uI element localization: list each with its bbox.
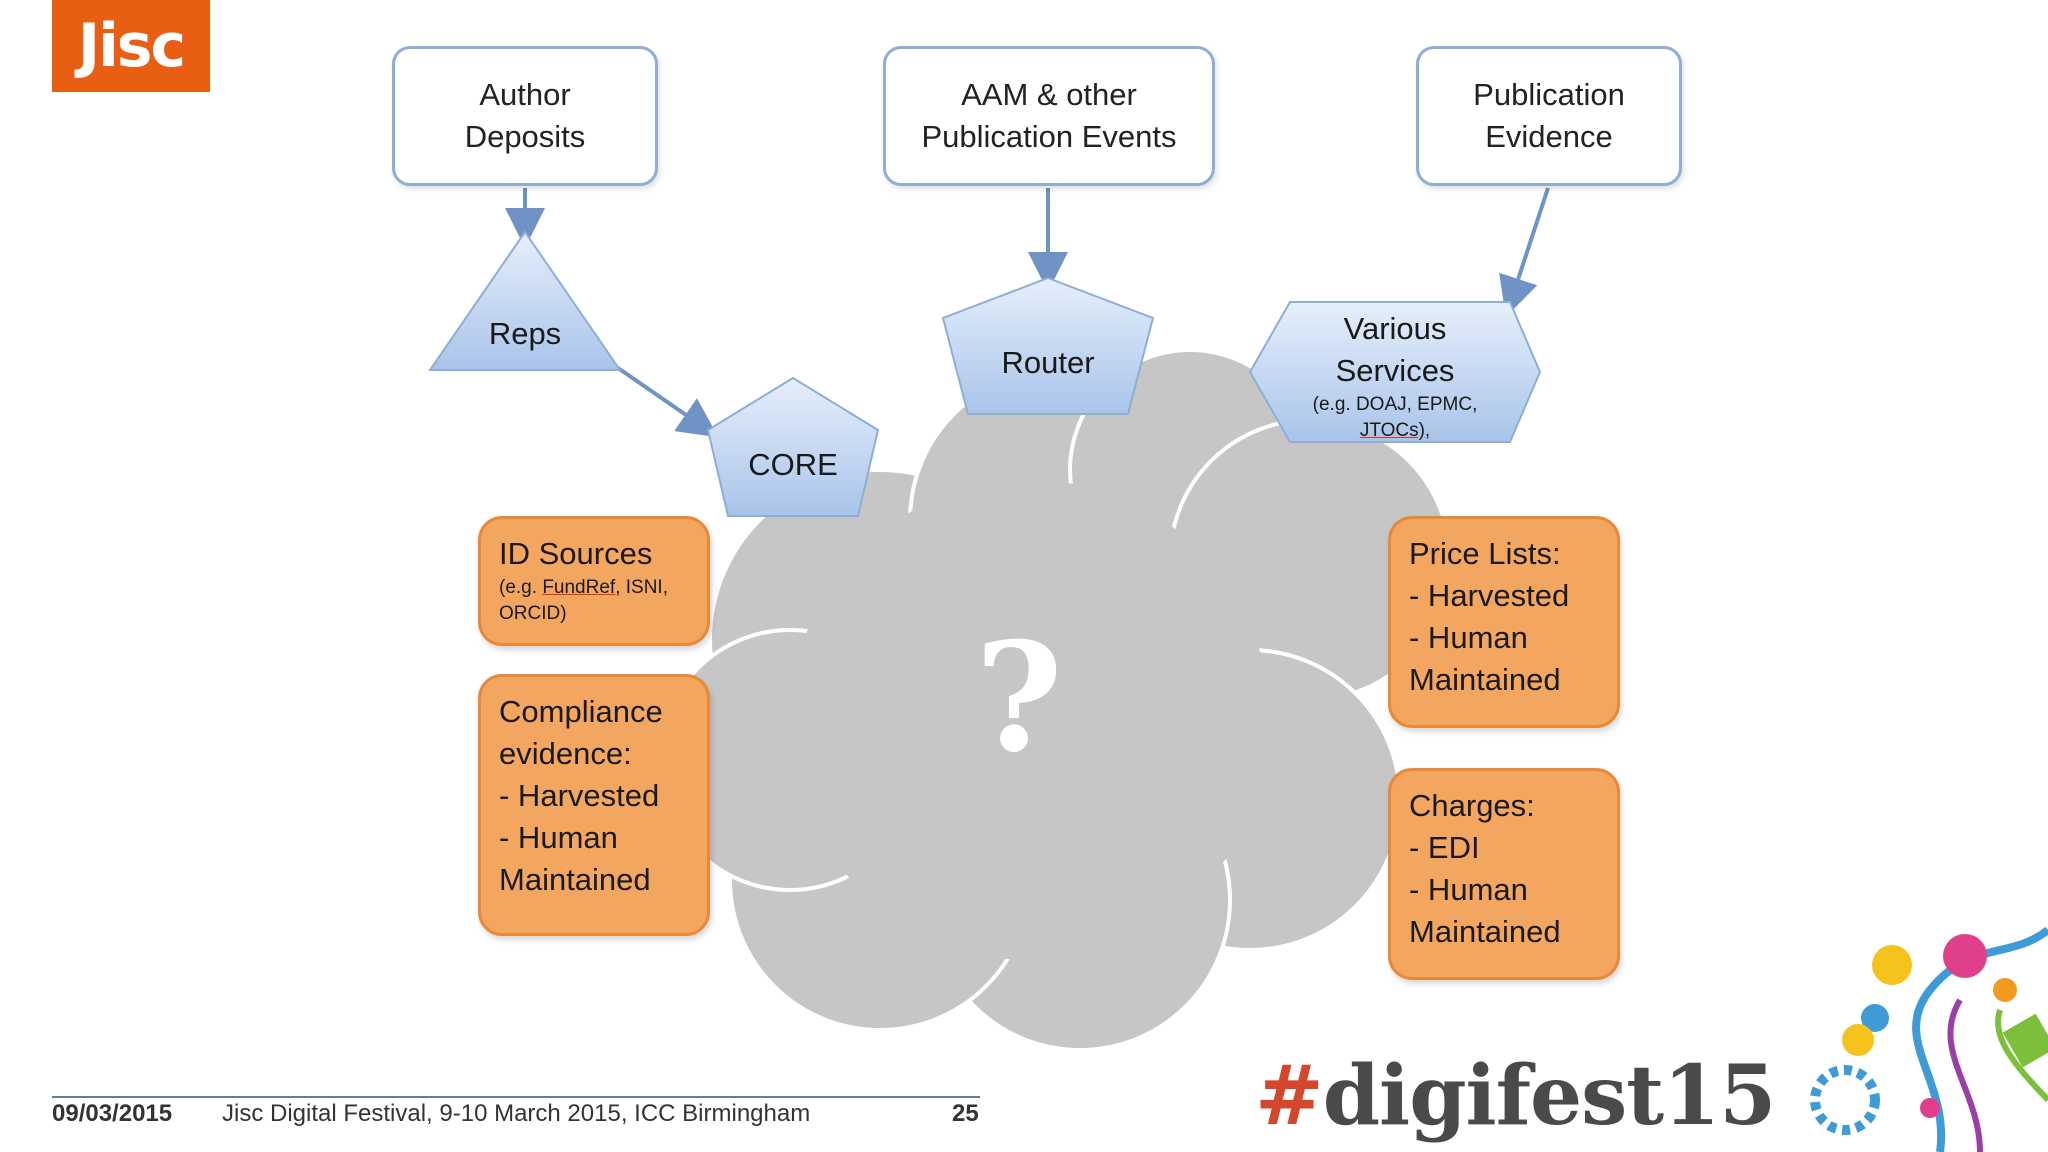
hashtag-text: digifest15: [1322, 1048, 1777, 1144]
author-deposits-label: Author Deposits: [464, 77, 586, 154]
compliance-line: - Human: [499, 820, 618, 855]
core-label: CORE: [748, 447, 838, 482]
router-label: Router: [1001, 345, 1095, 380]
jisc-logo-text: Jisc: [77, 11, 186, 81]
id-sources-box: ID Sources (e.g. FundRef, ISNI, ORCID): [478, 516, 710, 646]
jisc-logo: Jisc: [52, 0, 210, 92]
aam-events-label: AAM & other Publication Events: [921, 77, 1177, 154]
footer-divider: [52, 1096, 980, 1098]
id-sources-sub1-post: , ISNI,: [615, 577, 668, 598]
compliance-line: evidence:: [499, 736, 632, 771]
hashtag-symbol: #: [1255, 1048, 1324, 1144]
digifest-hashtag: #digifest15: [1255, 1048, 1777, 1144]
services-sub: (e.g. DOAJ, EPMC, JTOCs),: [1280, 392, 1510, 444]
id-sources-title: ID Sources: [499, 536, 653, 571]
footer-page-number: 25: [952, 1100, 979, 1127]
price-lists-line: Price Lists:: [1409, 536, 1561, 571]
arrow-evidence-to-services: [1499, 187, 1550, 318]
publication-evidence-box: Publication Evidence: [1416, 46, 1682, 186]
price-lists-box: Price Lists: - Harvested - Human Maintai…: [1388, 516, 1620, 728]
services-title: Various Services: [1335, 311, 1455, 388]
price-lists-line: Maintained: [1409, 662, 1561, 697]
charges-line: Maintained: [1409, 914, 1561, 949]
id-sources-sub1-pre: (e.g.: [499, 577, 543, 598]
charges-line: - EDI: [1409, 830, 1480, 865]
charges-box: Charges: - EDI - Human Maintained: [1388, 768, 1620, 980]
compliance-line: - Harvested: [499, 778, 660, 813]
festival-decoration: [1810, 926, 2048, 1152]
arrow-reps-to-core: [616, 366, 719, 438]
price-lists-line: - Human: [1409, 620, 1528, 655]
charges-line: - Human: [1409, 872, 1528, 907]
services-hexagon: [1248, 301, 1542, 443]
core-pentagon: [706, 376, 880, 517]
compliance-box: Compliance evidence: - Harvested - Human…: [478, 674, 710, 936]
reps-triangle: [428, 230, 622, 371]
price-lists-line: - Harvested: [1409, 578, 1570, 613]
publication-evidence-label: Publication Evidence: [1473, 77, 1625, 154]
footer-event: Jisc Digital Festival, 9-10 March 2015, …: [222, 1100, 811, 1127]
compliance-line: Compliance: [499, 694, 663, 729]
aam-events-box: AAM & other Publication Events: [883, 46, 1215, 186]
id-sources-sub1: (e.g. FundRef, ISNI,: [499, 575, 689, 601]
footer-date: 09/03/2015: [52, 1100, 173, 1127]
author-deposits-box: Author Deposits: [392, 46, 658, 186]
compliance-line: Maintained: [499, 862, 651, 897]
services-sub-line1: (e.g. DOAJ, EPMC,: [1312, 394, 1478, 415]
reps-label: Reps: [488, 316, 562, 351]
id-sources-fundref: FundRef: [542, 577, 616, 598]
router-pentagon: [941, 276, 1155, 415]
charges-line: Charges:: [1409, 788, 1535, 823]
services-sub-line2: JTOCs),: [1359, 420, 1431, 441]
id-sources-sub2: ORCID): [499, 603, 567, 624]
question-mark: ?: [975, 610, 1063, 786]
